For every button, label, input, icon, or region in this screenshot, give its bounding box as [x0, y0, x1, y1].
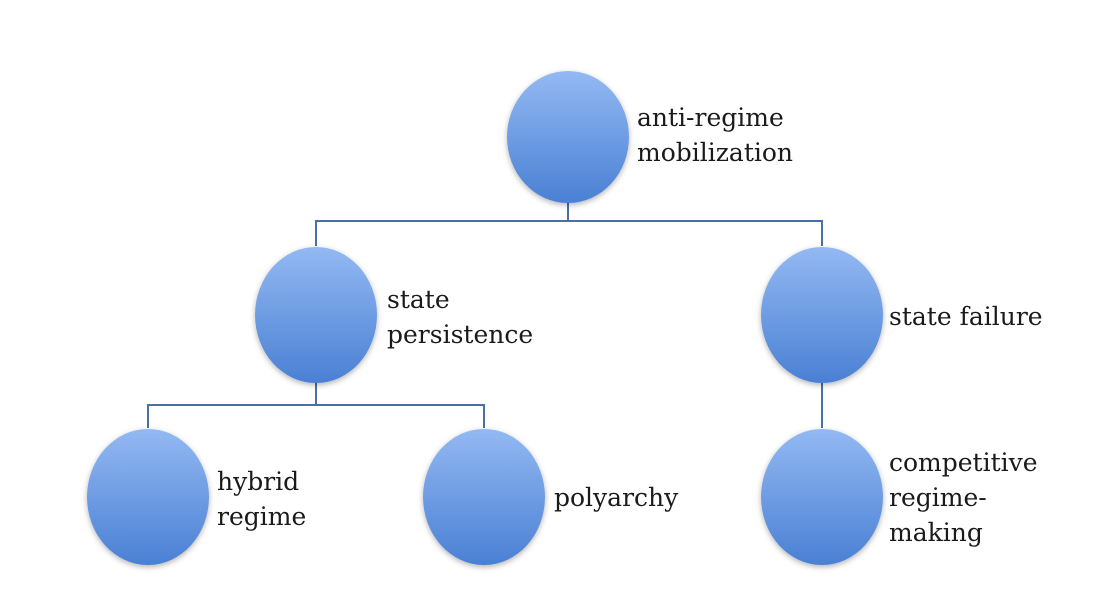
label-line: competitive	[889, 448, 1038, 477]
label-line: state	[387, 285, 450, 314]
label-line: hybrid	[217, 467, 300, 496]
label-line: regime	[217, 502, 307, 531]
label-polyarchy: polyarchy	[554, 480, 678, 515]
node-root	[507, 71, 629, 203]
label-state-failure: state failure	[889, 299, 1043, 334]
connector-persistence	[147, 383, 485, 428]
label-state-persistence: state persistence	[387, 282, 533, 352]
label-competitive: competitive regime- making	[889, 445, 1038, 550]
label-line: state failure	[889, 302, 1043, 331]
node-state-failure	[761, 247, 883, 383]
node-hybrid-regime	[87, 429, 209, 565]
label-line: mobilization	[637, 138, 794, 167]
label-line: persistence	[387, 320, 534, 349]
node-competitive	[761, 429, 883, 565]
label-line: regime-	[889, 483, 987, 512]
label-root: anti-regime mobilization	[637, 100, 793, 170]
label-line: polyarchy	[554, 483, 679, 512]
label-hybrid-regime: hybrid regime	[217, 464, 306, 534]
node-polyarchy	[423, 429, 545, 565]
connector-root	[315, 200, 823, 246]
label-line: making	[889, 518, 983, 547]
label-line: anti-regime	[637, 103, 784, 132]
node-state-persistence	[255, 247, 377, 383]
